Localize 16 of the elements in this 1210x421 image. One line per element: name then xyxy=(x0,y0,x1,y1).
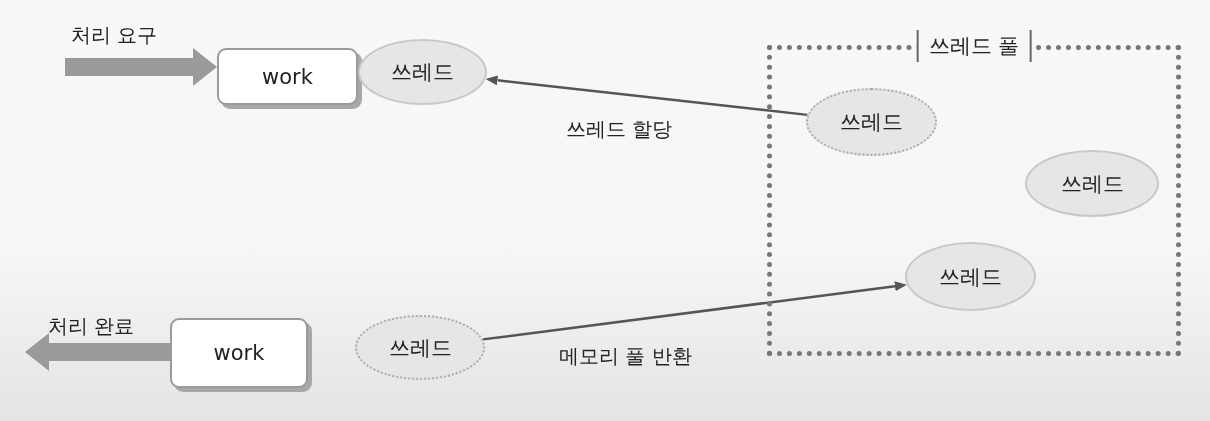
node-label: work xyxy=(213,341,265,365)
block-arrow xyxy=(25,333,170,371)
edge-label: 처리 요구 xyxy=(70,22,159,49)
node-label: 쓰레드 xyxy=(1060,170,1124,198)
node-label: work xyxy=(262,64,313,89)
arrow xyxy=(485,75,808,117)
node-label: 쓰레드 xyxy=(388,334,452,362)
node-label: 쓰레드 xyxy=(840,109,903,136)
edge-label: 처리 완료 xyxy=(47,313,136,340)
block-arrow xyxy=(65,48,217,86)
node-label: 쓰레드 xyxy=(939,263,1002,291)
edge-label: 메모리 풀 반환 xyxy=(558,343,693,370)
group-title: 쓰레드 풀 xyxy=(916,30,1032,62)
edge-label: 쓰레드 할당 xyxy=(565,116,674,143)
node-label: 쓰레드 xyxy=(391,59,454,86)
arrow xyxy=(482,281,907,341)
